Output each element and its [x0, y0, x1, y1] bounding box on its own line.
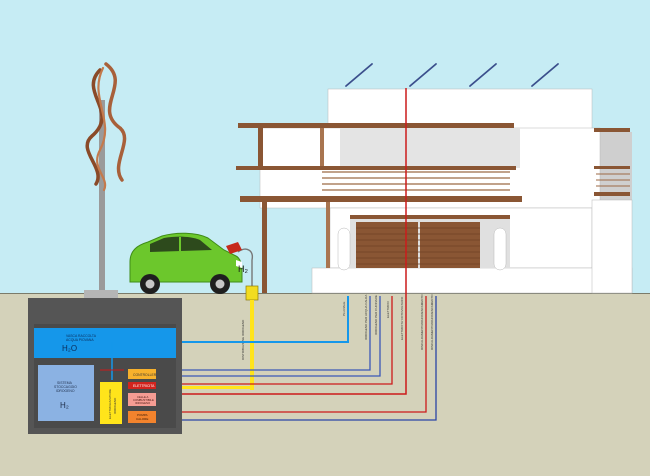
pipe-cooking: [182, 296, 381, 377]
solar-panel: [531, 63, 559, 87]
pump-hose: [237, 248, 253, 286]
fuel-cell-label-2: COMBUSTIBILE: [133, 398, 154, 402]
solar-panel: [345, 63, 373, 87]
pipe-label: IDROGENO PER CUCINARE: [374, 295, 378, 335]
post: [258, 128, 263, 170]
electrolyser-label-2: IDROGENO: [113, 397, 117, 414]
balcony-railing: [322, 171, 510, 191]
fuel-cell-label-1: CELLE A: [137, 395, 148, 399]
pipe-label: RISCALDAMENTO/RAFFRESCAMENTO: [420, 294, 424, 350]
electrolyser-label-1: ELETTROLIZZATORE: [108, 389, 112, 419]
turbine-blade: [96, 66, 107, 192]
controller-label: CONTROLLER: [133, 373, 157, 377]
solar-panel: [409, 63, 437, 87]
house: [236, 88, 633, 294]
storage-formula: H₂: [60, 401, 69, 410]
turbine-pole: [99, 100, 105, 300]
rainwater-pipe: [182, 296, 349, 343]
pipe-hot-water: [182, 296, 371, 371]
service-pipes: [100, 88, 437, 421]
electrolyser: [100, 382, 122, 424]
hydrogen-pump: H₂: [226, 242, 259, 301]
rainwater-tank: [34, 328, 176, 358]
elettricita-box: [128, 382, 156, 389]
hydrogen-distribution: DISTRIBUZIONE IDROGENO: [182, 300, 254, 390]
rainwater-tank-label-1: VASCA RACCOLTA: [66, 334, 97, 338]
pipe-label: ELETTRICO: [386, 300, 390, 318]
pipe-heating-red: [182, 296, 427, 413]
controller: [128, 369, 156, 379]
column: [493, 227, 507, 271]
post: [262, 202, 267, 293]
house-upper-block: [327, 88, 593, 130]
rainwater-tank-formula: H₂O: [62, 344, 77, 353]
turbine-blade: [104, 62, 127, 182]
solar-panel: [469, 63, 497, 87]
wood-shutters: [356, 222, 480, 268]
balcony-rail-top: [236, 166, 516, 170]
h2-pipe-horizontal: [182, 386, 254, 389]
pipe-photovoltaic: [182, 88, 407, 395]
balcony-slab: [240, 196, 522, 202]
house-right-lower: [591, 199, 633, 294]
house-base: [311, 267, 633, 294]
pipe-label: PLUVIALE: [342, 302, 346, 316]
fuel-cell: [128, 393, 156, 406]
lower-lintel: [350, 215, 510, 219]
pipe-label: ELETTRICITA' FOTOVOLTAICO: [400, 296, 404, 340]
house-shaded-wall: [340, 128, 520, 168]
car-light: [236, 260, 242, 268]
turbine-blade: [85, 68, 104, 186]
right-balcony-rail: [594, 166, 630, 169]
pump-box: [245, 285, 259, 301]
column: [337, 227, 351, 271]
heat-pump-label-1: POMPA: [137, 413, 148, 417]
heat-pump: [128, 411, 156, 423]
car-hub: [215, 279, 225, 289]
h2-pipe: [250, 300, 254, 390]
pump-nozzle: [226, 242, 242, 254]
balcony-wall: [262, 170, 320, 196]
h2-pipe-label: DISTRIBUZIONE IDROGENO: [241, 319, 245, 360]
post: [320, 128, 324, 168]
elettricita-label: ELETTRICITA: [133, 384, 155, 388]
fuel-cell-label-3: IDROGENO: [135, 401, 151, 405]
roof-overhang-right: [594, 128, 630, 132]
roof-overhang-upper: [238, 123, 514, 128]
solar-panels: [345, 63, 559, 87]
pipe-heating-blue: [182, 296, 437, 421]
storage-label-2: STOCCAGGIO: [54, 385, 77, 389]
storage-label-1: SISTEMA: [57, 381, 73, 385]
pipe-electric: [182, 296, 393, 385]
right-railing: [596, 173, 630, 187]
hydrogen-storage: [38, 365, 94, 421]
post: [326, 202, 330, 268]
pipe-label: IDROGENO PER ACQUA CALDA: [364, 295, 368, 340]
heat-pump-label-2: CALORE: [136, 417, 148, 421]
car: [129, 232, 243, 294]
pipe-labels: PLUVIALE IDROGENO PER ACQUA CALDA IDROGE…: [342, 294, 434, 350]
car-hub: [145, 279, 155, 289]
storage-label-3: IDROGENO: [56, 389, 75, 393]
pipe-label: RISCALDAMENTO/RAFFRESCAMENTO: [430, 294, 434, 350]
h2-pump-label: H₂: [238, 264, 248, 274]
underground-room: VASCA RACCOLTA ACQUA PIOVANA H₂O SISTEMA…: [28, 298, 182, 434]
rainwater-tank-label-2: ACQUA PIOVANA: [66, 338, 94, 342]
right-slab: [594, 192, 630, 196]
